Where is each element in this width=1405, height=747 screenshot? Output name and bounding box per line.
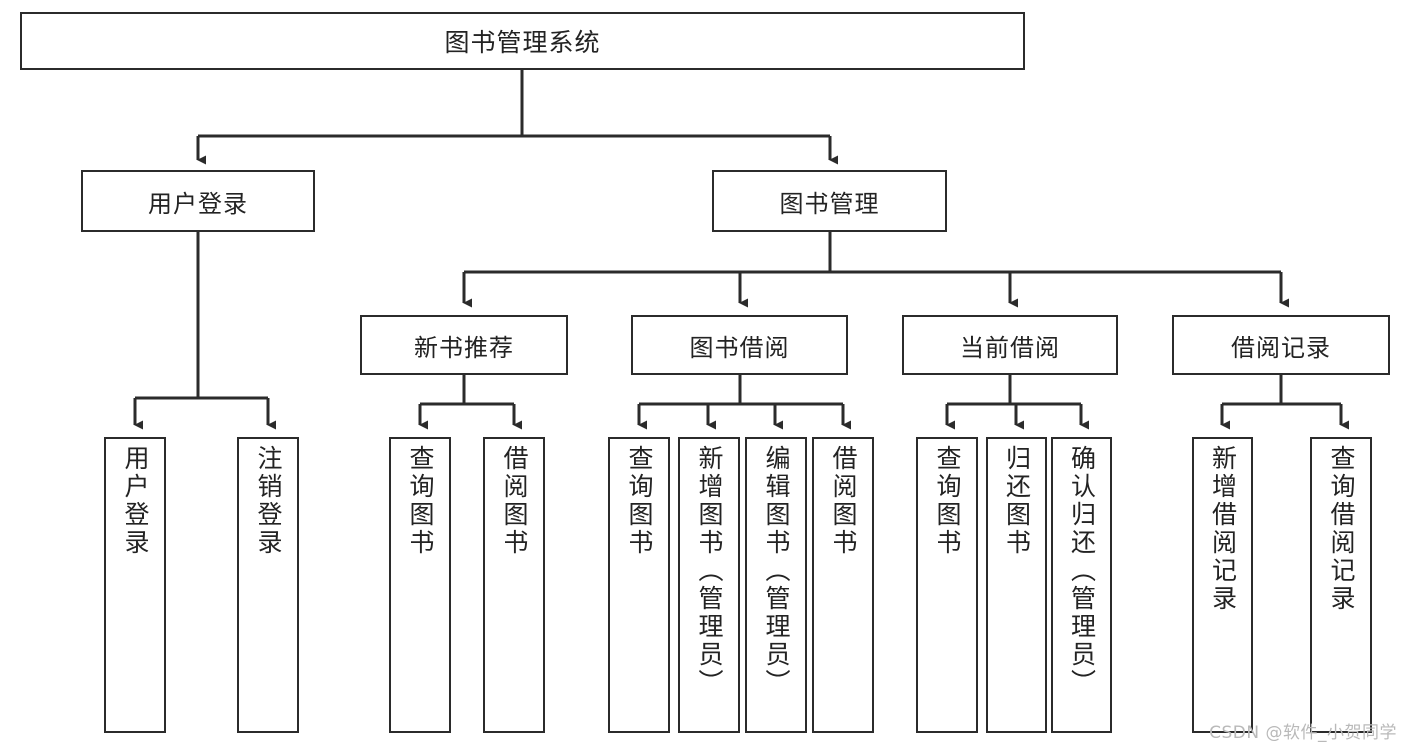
node-label: 新增借阅记录 (1208, 445, 1238, 613)
node-label: 借阅图书 (829, 445, 858, 557)
node-label: 借阅记录 (1231, 333, 1331, 362)
node-label: 新书推荐 (414, 333, 514, 362)
leaf-add-borrow-record[interactable]: 新增借阅记录 (1192, 437, 1253, 733)
leaf-return-book[interactable]: 归还图书 (986, 437, 1047, 733)
leaf-confirm-return-admin[interactable]: 确认归还（管理员） (1051, 437, 1112, 733)
node-borrow-records[interactable]: 借阅记录 (1172, 315, 1390, 375)
leaf-query-book-borrow[interactable]: 查询图书 (608, 437, 670, 733)
leaf-user-login[interactable]: 用户登录 (104, 437, 166, 733)
leaf-add-book-admin[interactable]: 新增图书（管理员） (678, 437, 740, 733)
node-label: 查询借阅记录 (1327, 445, 1356, 613)
leaf-logout[interactable]: 注销登录 (237, 437, 299, 733)
node-book-borrow[interactable]: 图书借阅 (631, 315, 848, 375)
node-label: 用户登录 (121, 445, 150, 557)
node-label: 查询图书 (625, 445, 654, 557)
node-current-borrow[interactable]: 当前借阅 (902, 315, 1118, 375)
node-label: 用户登录 (148, 189, 248, 218)
leaf-query-borrow-record[interactable]: 查询借阅记录 (1310, 437, 1372, 733)
node-label: 注销登录 (254, 445, 283, 557)
node-book-management[interactable]: 图书管理 (712, 170, 947, 232)
node-label: 图书借阅 (689, 333, 790, 362)
node-user-login[interactable]: 用户登录 (81, 170, 315, 232)
node-label: 借阅图书 (500, 445, 529, 557)
node-label: 查询图书 (933, 445, 962, 557)
node-label: 归还图书 (1002, 445, 1032, 557)
node-label: 确认归还（管理员） (1067, 445, 1097, 697)
node-label: 查询图书 (406, 445, 435, 557)
node-label: 图书管理系统 (444, 28, 601, 57)
leaf-query-book-recommend[interactable]: 查询图书 (389, 437, 451, 733)
node-label: 图书管理 (779, 189, 880, 218)
leaf-borrow-book[interactable]: 借阅图书 (812, 437, 874, 733)
leaf-edit-book-admin[interactable]: 编辑图书（管理员） (745, 437, 807, 733)
node-label: 新增图书（管理员） (695, 445, 724, 697)
node-label: 当前借阅 (960, 333, 1060, 362)
leaf-query-book-current[interactable]: 查询图书 (916, 437, 978, 733)
leaf-borrow-book-recommend[interactable]: 借阅图书 (483, 437, 545, 733)
node-label: 编辑图书（管理员） (762, 445, 791, 697)
node-new-book-recommend[interactable]: 新书推荐 (360, 315, 568, 375)
node-root-system[interactable]: 图书管理系统 (20, 12, 1025, 70)
